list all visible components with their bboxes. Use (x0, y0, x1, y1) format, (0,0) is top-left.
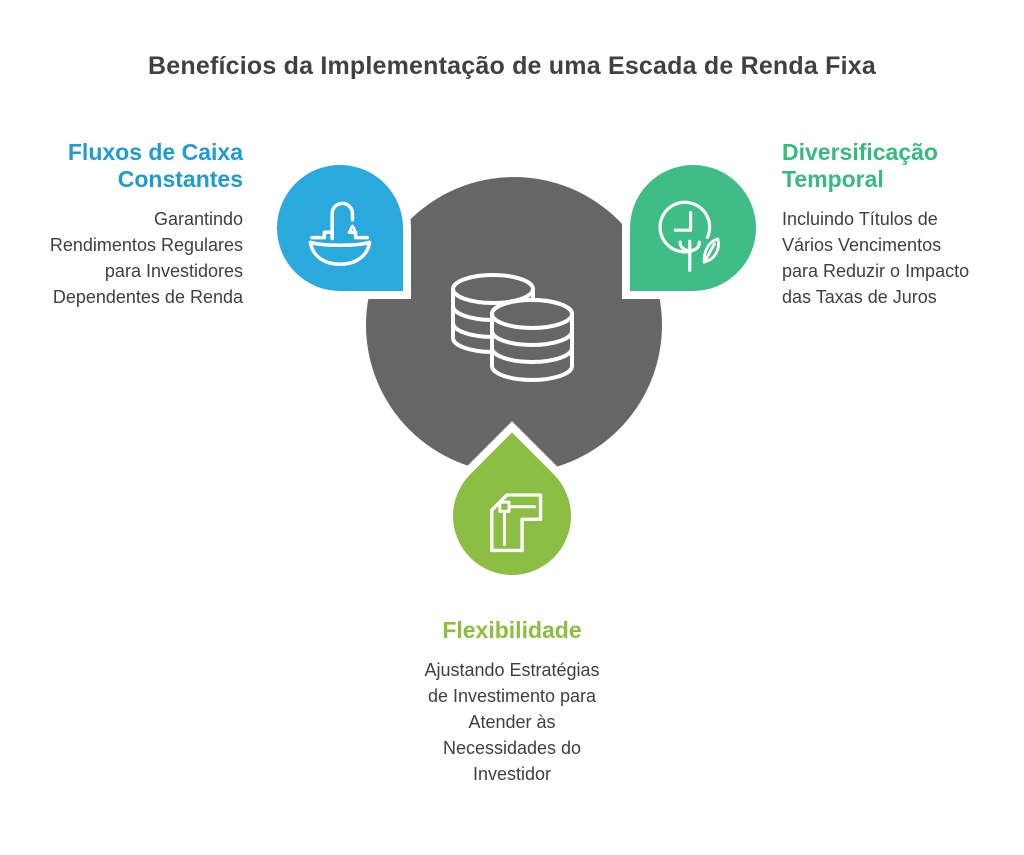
benefit-fluxos-de-caixa: Fluxos de Caixa Constantes Garantindo Re… (13, 139, 243, 310)
clock-plant-icon (630, 165, 756, 291)
benefit-body-flexibilidade: Ajustando Estratégias de Investimento pa… (424, 660, 600, 784)
benefit-heading-fluxos: Fluxos de Caixa Constantes (67, 139, 243, 192)
corner-path-icon (453, 457, 571, 575)
benefit-body-diversificacao: Incluindo Títulos de Vários Vencimentos … (782, 209, 970, 307)
bubble-flexibilidade (428, 432, 596, 600)
benefit-heading-flexibilidade: Flexibilidade (442, 617, 582, 643)
page-title: Benefícios da Implementação de uma Escad… (148, 52, 876, 80)
benefit-body-fluxos: Garantindo Rendimentos Regulares para In… (49, 209, 243, 307)
database-icon (451, 273, 574, 382)
benefit-diversificacao-temporal: Diversificação Temporal Incluindo Título… (782, 139, 992, 310)
center-circle (366, 177, 662, 473)
sink-faucet-icon (277, 165, 403, 291)
benefit-heading-diversificacao: Diversificação Temporal (782, 139, 938, 192)
bubble-diversificacao-temporal (630, 165, 756, 291)
benefit-flexibilidade: Flexibilidade Ajustando Estratégias de I… (362, 617, 662, 787)
bubble-fluxos-de-caixa (277, 165, 403, 291)
